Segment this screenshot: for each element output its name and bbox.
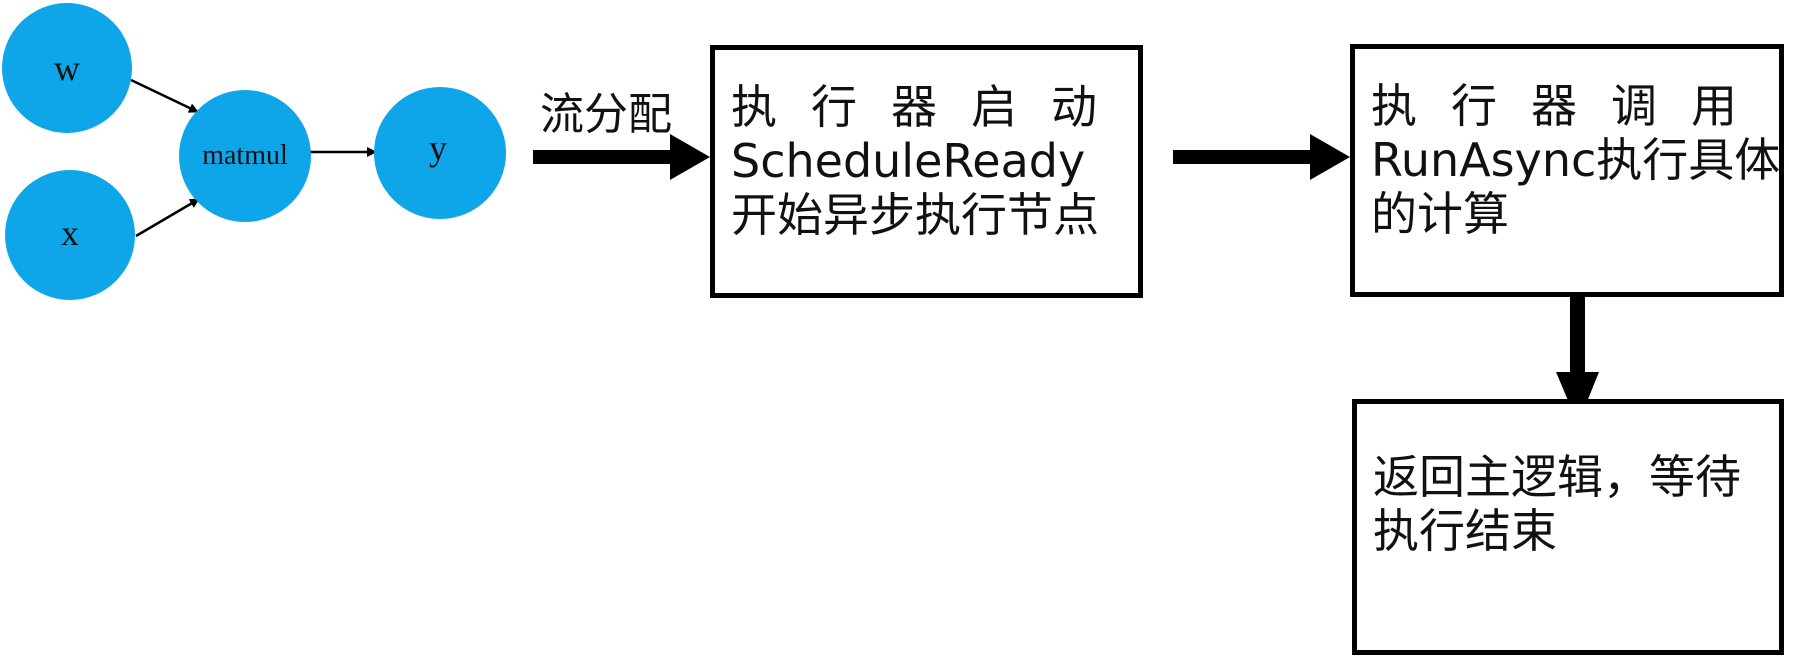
node-x-label: x [61, 213, 79, 253]
executor-runasync-line3: 的计算 [1371, 187, 1509, 241]
return-main-logic-box: 返回主逻辑，等待 执行结束 [1352, 399, 1784, 655]
node-w: w [2, 3, 132, 133]
edge-x-to-matmul [135, 197, 200, 238]
node-matmul-label: matmul [202, 140, 288, 171]
arrow-runasync-to-return [1556, 296, 1599, 424]
executor-runasync-line1: 执行器调用 [1371, 79, 1771, 133]
edge-label-stream-allocation: 流分配 [540, 89, 672, 140]
node-x: x [5, 170, 135, 300]
executor-start-line3: 开始异步执行节点 [731, 188, 1099, 242]
return-main-logic-line2: 执行结束 [1373, 504, 1557, 558]
executor-start-line1: 执行器启动 [731, 80, 1131, 134]
executor-start-box: 执行器启动 ScheduleReady 开始异步执行节点 [710, 45, 1143, 298]
node-w-label: w [54, 48, 80, 88]
executor-runasync-line2: RunAsync执行具体 [1371, 133, 1781, 187]
node-y: y [374, 87, 506, 219]
node-y-label: y [429, 128, 447, 168]
executor-start-line2: ScheduleReady [731, 134, 1086, 188]
return-main-logic-line1: 返回主逻辑，等待 [1373, 450, 1741, 504]
executor-runasync-box: 执行器调用 RunAsync执行具体 的计算 [1350, 44, 1784, 297]
arrow-executor-to-runasync [1173, 134, 1350, 180]
edge-w-to-matmul [130, 78, 199, 114]
node-matmul: matmul [179, 90, 311, 222]
arrow-graph-to-executor [533, 134, 710, 180]
